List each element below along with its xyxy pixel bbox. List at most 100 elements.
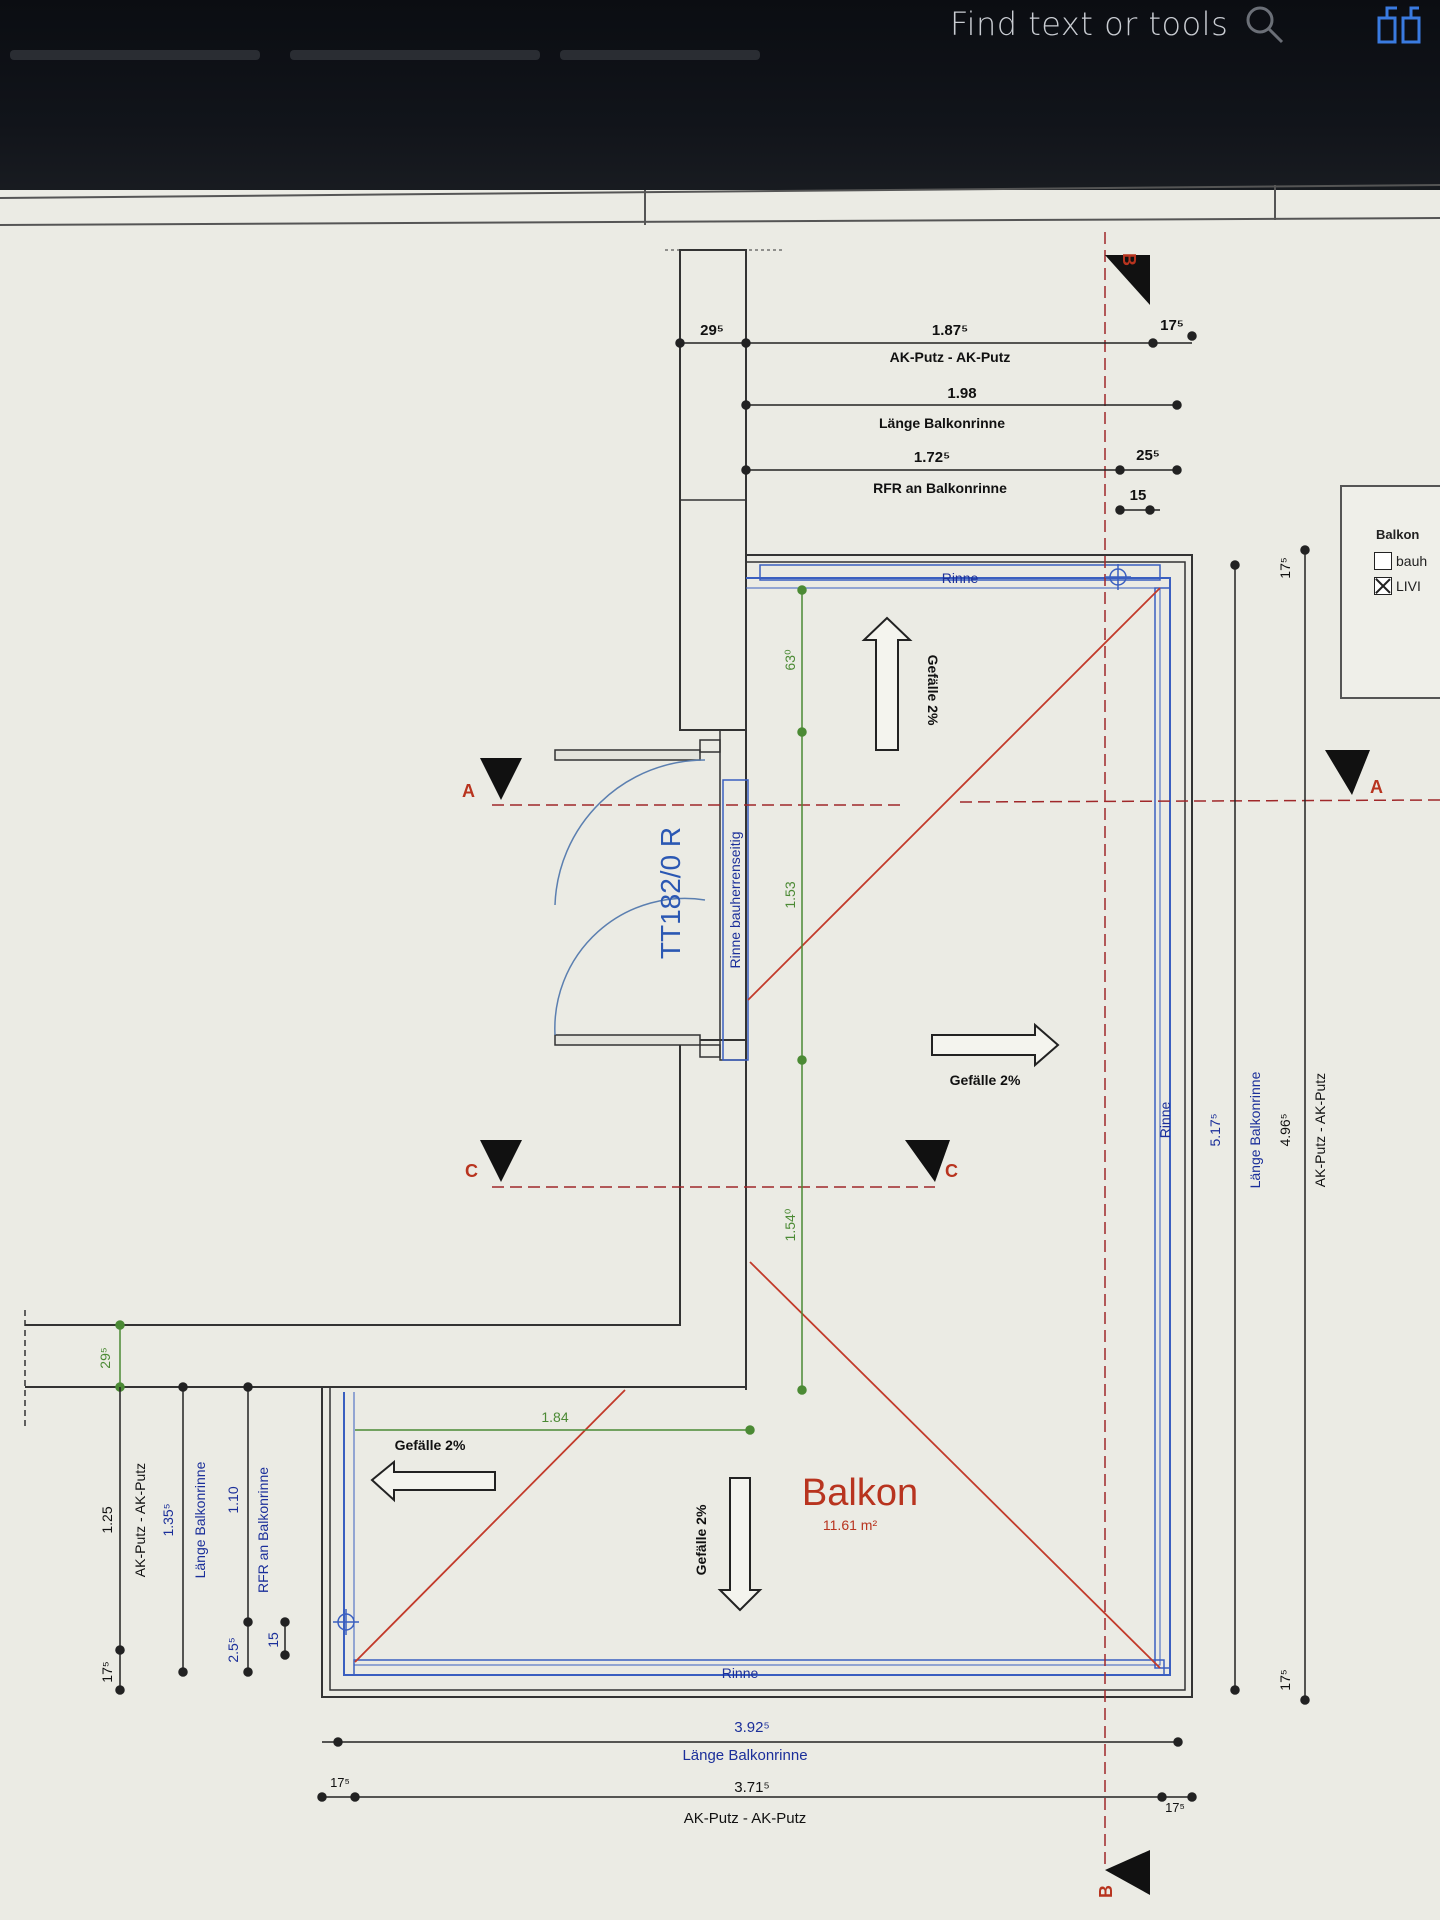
gutter-label: Rinne xyxy=(722,1665,759,1681)
gutter-label: Rinne xyxy=(942,570,979,586)
dimension-value: 1.54⁰ xyxy=(782,1208,798,1241)
dimension-value: 17⁵ xyxy=(99,1661,115,1682)
plan-line xyxy=(745,1425,755,1435)
dimension-value: 15 xyxy=(1130,487,1147,504)
plan-line xyxy=(722,779,749,1061)
section-label: A xyxy=(1370,777,1383,797)
legend-title: Balkon xyxy=(1376,527,1420,542)
plan-line xyxy=(353,1659,1165,1676)
plan-line: 29⁵ 1.87⁵ AK-Putz - AK-Putz 17⁵ 1.98 Län… xyxy=(700,317,1184,504)
plan-line xyxy=(115,1645,125,1655)
slope-arrow-up xyxy=(861,616,913,751)
plan-line xyxy=(1173,1737,1183,1747)
dimension-value: 63⁰ xyxy=(782,649,798,671)
plan-line xyxy=(1145,505,1155,515)
search-placeholder: Find text or tools xyxy=(950,5,1229,43)
app-toolbar: Find text or tools xyxy=(0,0,1440,205)
dimension-caption: Länge Balkonrinne xyxy=(192,1461,208,1578)
plan-line xyxy=(243,1667,253,1677)
legend-item[interactable]: bauh xyxy=(1374,552,1427,570)
search-box[interactable]: Find text or tools xyxy=(950,0,1310,48)
legend-item[interactable]: LIVI xyxy=(1374,577,1421,595)
plan-line xyxy=(959,799,1440,803)
dimension-caption: Länge Balkonrinne xyxy=(682,1747,807,1764)
blurred-tab xyxy=(290,50,540,60)
slope-arrow-down xyxy=(717,1477,763,1612)
dimension-value: 15 xyxy=(265,1632,281,1648)
plan-line xyxy=(243,1382,253,1392)
dimension-caption: Länge Balkonrinne xyxy=(879,415,1005,431)
dimension-value: 17⁵ xyxy=(1277,1669,1293,1690)
plan-line xyxy=(329,561,1186,1691)
dimension-caption: AK-Putz - AK-Putz xyxy=(890,349,1011,365)
section-marker-b-bottom xyxy=(1105,1850,1150,1895)
plan-line xyxy=(1172,400,1182,410)
plan-line xyxy=(741,338,751,348)
plan-line xyxy=(554,897,706,1036)
legend-item-label: LIVI xyxy=(1396,578,1421,594)
plan-line xyxy=(280,1650,290,1660)
plan-line xyxy=(554,1034,701,1046)
plan-line xyxy=(759,564,1161,581)
dimension-value: 3.71⁵ xyxy=(734,1779,769,1796)
plan-line xyxy=(554,759,706,906)
slope-arrow-right xyxy=(931,1022,1060,1068)
plan-line xyxy=(1300,1695,1310,1705)
dimension-caption: RFR an Balkonrinne xyxy=(873,480,1007,496)
section-label: A xyxy=(462,781,475,801)
checkbox-unchecked[interactable] xyxy=(1374,552,1392,570)
plan-line xyxy=(797,727,807,737)
section-marker-c-right xyxy=(905,1140,950,1182)
dimension-value: 17⁵ xyxy=(1160,317,1184,334)
plan-line: 3.92⁵ Länge Balkonrinne 3.71⁵ AK-Putz - … xyxy=(330,1719,1185,1827)
plan-line xyxy=(280,1617,290,1627)
plan-line xyxy=(1230,1685,1240,1695)
plan-line xyxy=(317,1737,1197,1802)
share-icon[interactable] xyxy=(1375,4,1425,48)
dimension-value: 29⁵ xyxy=(97,1347,113,1368)
plan-line xyxy=(747,587,1161,1001)
plan-line xyxy=(321,554,1193,1698)
dimension-value: 4.96⁵ xyxy=(1277,1113,1293,1146)
dimension-value: 1.72⁵ xyxy=(914,449,950,466)
dimension-value: 1.35⁵ xyxy=(160,1503,176,1536)
checkbox-checked[interactable] xyxy=(1374,577,1392,595)
plan-line xyxy=(350,1792,360,1802)
dimension-caption: RFR an Balkonrinne xyxy=(255,1467,271,1593)
plan-line: 1.25 AK-Putz - AK-Putz 1.35⁵ Länge Balko… xyxy=(99,1461,281,1682)
room-name: Balkon xyxy=(802,1472,918,1514)
dimension-value: 1.25 xyxy=(99,1506,115,1533)
plan-line: Rinne Rinne Rinne Rinne bauherrenseitig xyxy=(722,570,1173,1681)
slope-arrow-left xyxy=(370,1459,496,1503)
plan-line xyxy=(554,749,701,761)
plan-line xyxy=(1172,465,1182,475)
plan-line xyxy=(699,739,721,753)
dimension-caption: Länge Balkonrinne xyxy=(1247,1071,1263,1188)
section-marker-a-left xyxy=(480,758,522,800)
plan-line xyxy=(317,1792,327,1802)
plan-line xyxy=(0,217,1440,226)
section-label: C xyxy=(945,1161,958,1181)
dimension-value: 1.10 xyxy=(225,1486,241,1513)
section-label: B xyxy=(1096,1885,1116,1898)
plan-line xyxy=(1115,505,1125,515)
plan-line xyxy=(675,331,1197,515)
dimension-value: 29⁵ xyxy=(700,322,724,339)
blurred-tab xyxy=(10,50,260,60)
plan-line xyxy=(741,400,751,410)
search-icon[interactable] xyxy=(1242,2,1286,46)
plan-line: A A B B C C xyxy=(462,253,1383,1898)
section-label: C xyxy=(465,1161,478,1181)
plan-line: 63⁰ 1.53 1.54⁰ 1.84 29⁵ xyxy=(97,649,798,1425)
plan-line xyxy=(243,1617,253,1627)
plan-line xyxy=(797,585,807,595)
section-marker-c-left xyxy=(480,1140,522,1182)
slope-label: Gefälle 2% xyxy=(693,1504,709,1575)
dimension-value: 25⁵ xyxy=(1136,447,1160,464)
plan-line xyxy=(115,1320,125,1330)
dimension-value: 1.87⁵ xyxy=(932,322,968,339)
dimension-caption: AK-Putz - AK-Putz xyxy=(1312,1073,1328,1187)
dimension-value: 5.17⁵ xyxy=(1207,1113,1223,1146)
plan-line xyxy=(1230,560,1240,570)
